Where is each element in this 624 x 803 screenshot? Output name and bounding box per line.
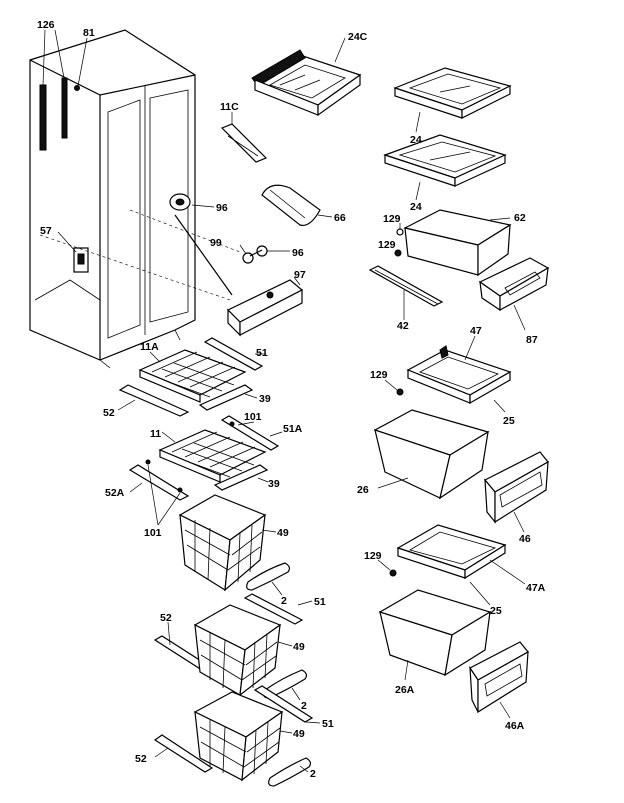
label-47: 47 <box>470 325 482 337</box>
label-24c: 24C <box>348 31 368 43</box>
label-2-mid: 2 <box>301 700 307 712</box>
label-57: 57 <box>40 225 52 237</box>
label-42: 42 <box>397 320 409 332</box>
part-2-handle-top <box>246 562 291 596</box>
part-66-cover <box>261 184 333 227</box>
label-2-top: 2 <box>281 595 287 607</box>
part-11c-bracket <box>220 112 268 163</box>
part-51-strip-bottom <box>253 685 321 724</box>
label-126: 126 <box>37 19 55 31</box>
label-39-top: 39 <box>259 393 271 405</box>
part-42-rail <box>368 265 444 320</box>
label-96-lower: 96 <box>292 247 304 259</box>
part-24c-cover <box>251 37 362 117</box>
label-81: 81 <box>83 27 95 39</box>
label-47a: 47A <box>526 582 546 594</box>
part-51-strip-top <box>203 337 266 371</box>
label-52-top: 52 <box>103 407 115 419</box>
label-96-upper: 96 <box>216 202 228 214</box>
part-24-shelf-lower <box>383 134 507 201</box>
label-129-a: 129 <box>383 213 401 225</box>
part-129-screws-upper <box>394 223 404 257</box>
part-129-screw-mid <box>384 379 404 396</box>
part-26-pan <box>373 409 490 500</box>
label-101-bottom: 101 <box>144 527 162 539</box>
part-49-basket-bottom <box>193 691 293 782</box>
label-25-top: 25 <box>503 415 515 427</box>
label-99: 99 <box>210 237 222 249</box>
label-46a: 46A <box>505 720 525 732</box>
part-52-bracket-bottom <box>153 734 214 773</box>
label-11a: 11A <box>140 341 159 353</box>
label-49-top: 49 <box>277 527 289 539</box>
part-46a-cover <box>469 641 529 719</box>
label-51-mid: 51 <box>314 596 326 608</box>
part-24-shelf-upper <box>393 67 512 133</box>
part-47-frame <box>406 335 512 413</box>
label-24-upper: 24 <box>410 134 422 146</box>
callout-labels: 126 81 24C 11C 24 24 96 66 129 62 57 99 … <box>37 19 546 780</box>
label-49-mid: 49 <box>293 641 305 653</box>
label-52-bottom: 52 <box>135 753 147 765</box>
label-101-top: 101 <box>244 411 262 423</box>
part-51a-strip <box>220 415 283 451</box>
label-129-d: 129 <box>364 550 382 562</box>
label-51-top: 51 <box>256 347 268 359</box>
label-26a: 26A <box>395 684 415 696</box>
label-11c: 11C <box>220 101 239 113</box>
part-47a-frame <box>396 524 526 606</box>
label-2-bottom: 2 <box>310 768 316 780</box>
label-26: 26 <box>357 484 369 496</box>
part-62-pan <box>403 209 512 277</box>
label-97: 97 <box>294 269 306 281</box>
part-96-damper <box>169 193 233 296</box>
part-87-cover <box>478 257 550 331</box>
label-52-mid: 52 <box>160 612 172 624</box>
part-129-screw-low <box>377 559 397 577</box>
part-46-cover <box>484 451 549 533</box>
part-52a-bracket <box>128 459 190 526</box>
label-62: 62 <box>514 212 526 224</box>
label-52a: 52A <box>105 487 125 499</box>
part-11a-shelf <box>138 349 247 403</box>
label-24-lower: 24 <box>410 201 422 213</box>
part-2-handle-bottom <box>268 757 312 787</box>
part-39-rail-top <box>198 384 258 411</box>
part-26a-pan <box>378 589 492 681</box>
label-39-mid: 39 <box>268 478 280 490</box>
part-49-basket-top <box>178 494 277 592</box>
part-39-rail-mid <box>213 464 269 491</box>
label-25-bottom: 25 <box>490 605 502 617</box>
label-51a: 51A <box>283 423 303 435</box>
label-66: 66 <box>334 212 346 224</box>
label-87: 87 <box>526 334 538 346</box>
label-49-bottom: 49 <box>293 728 305 740</box>
part-99-96-knob <box>239 244 290 264</box>
part-51-strip-mid <box>243 593 313 625</box>
part-11-shelf <box>158 429 267 483</box>
label-129-b: 129 <box>378 239 396 251</box>
label-129-c: 129 <box>370 369 388 381</box>
part-97-control-housing <box>226 276 304 337</box>
label-11: 11 <box>150 428 161 440</box>
part-49-basket-mid <box>193 604 293 697</box>
part-52-bracket-top <box>117 384 190 417</box>
label-51-bottom: 51 <box>322 718 334 730</box>
label-46: 46 <box>519 533 531 545</box>
refrigerator-cabinet <box>29 29 241 369</box>
cabinet-leaders <box>42 29 88 253</box>
